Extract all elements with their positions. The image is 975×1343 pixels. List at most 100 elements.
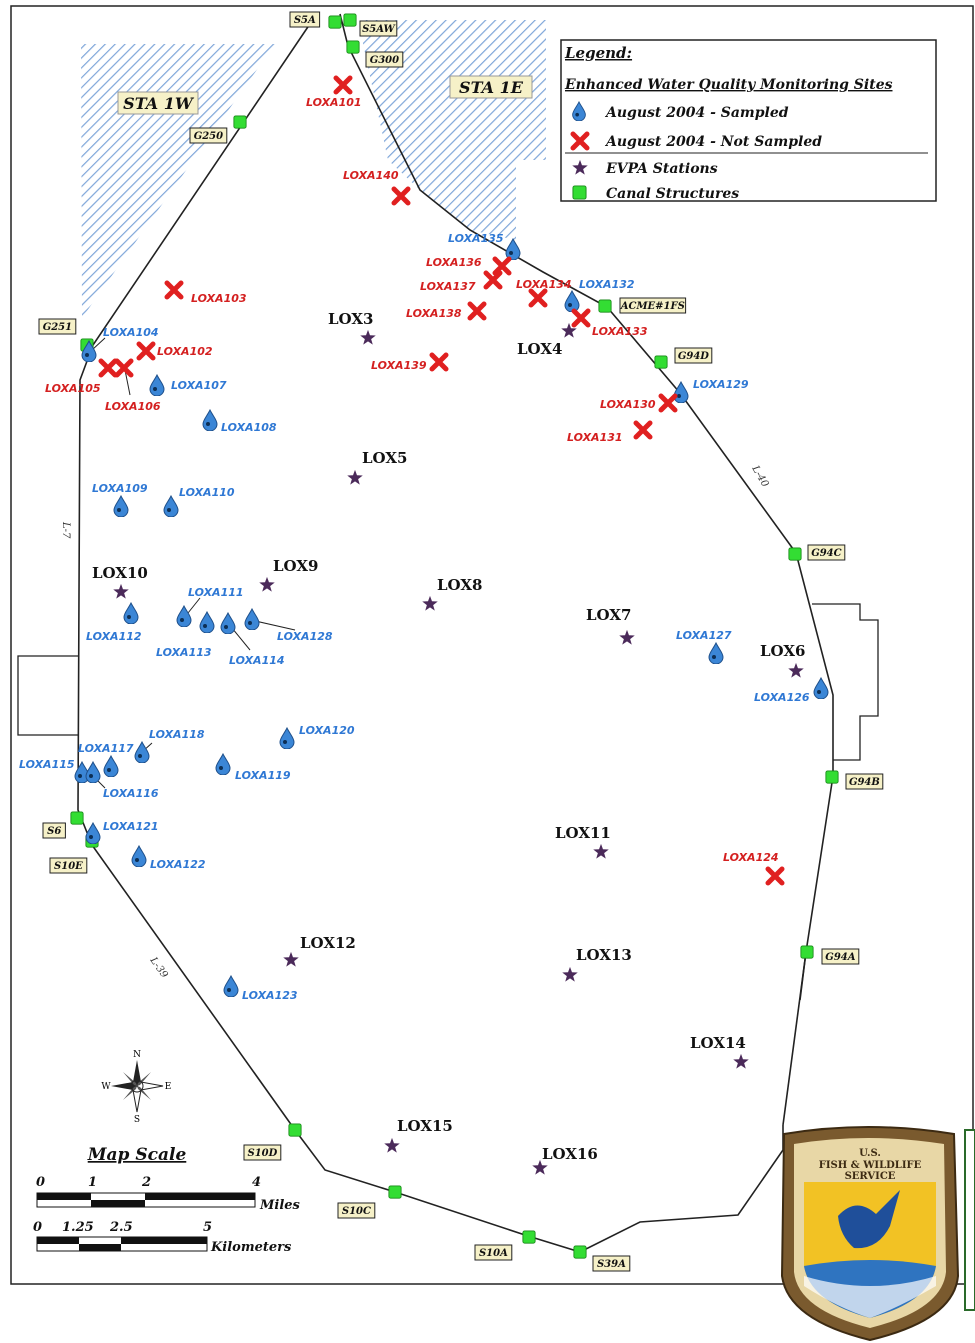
- compass-e: E: [165, 1082, 172, 1092]
- not-sampled-site-label-loxa139: LOXA139: [371, 359, 427, 372]
- structure-marker-g300: [346, 40, 360, 54]
- structure-label-box-g94a: [821, 948, 860, 965]
- not-sampled-site-label-loxa137: LOXA137: [420, 280, 476, 293]
- not-sampled-site-label-loxa140: LOXA140: [343, 169, 399, 182]
- sampled-site-label-loxa121: LOXA121: [103, 820, 159, 833]
- evpa-station-marker-lox5: [347, 469, 363, 485]
- structure-marker-acme-1fs: [598, 299, 612, 313]
- logo-side-edge: [964, 1129, 975, 1311]
- compass-n: N: [133, 1050, 141, 1060]
- structure-label-box-s10e: [49, 857, 88, 874]
- structure-marker-g250: [233, 115, 247, 129]
- not-sampled-site-label-loxa101: LOXA101: [306, 96, 362, 109]
- evpa-station-marker-lox8: [422, 595, 438, 611]
- structure-label-box-g251: [38, 318, 77, 335]
- svg-text:FISH & WILDLIFE: FISH & WILDLIFE: [819, 1160, 922, 1171]
- not-sampled-site-label-loxa130: LOXA130: [600, 398, 656, 411]
- sampled-site-label-loxa135: LOXA135: [448, 232, 504, 245]
- not-sampled-site-marker-loxa124: [768, 869, 782, 883]
- structure-label-s10e: S10E: [54, 861, 83, 872]
- sampled-site-label-loxa116: LOXA116: [103, 787, 159, 800]
- structure-label-s39a: S39A: [597, 1259, 626, 1270]
- not-sampled-site-marker-loxa105: [101, 361, 115, 375]
- sampled-site-marker-loxa118: [134, 741, 150, 763]
- legend-item-evpa: EVPA Stations: [605, 161, 718, 177]
- structure-label-box-g94d: [674, 347, 713, 364]
- sampled-site-label-loxa126: LOXA126: [754, 691, 810, 704]
- not-sampled-site-label-loxa124: LOXA124: [723, 851, 779, 864]
- structure-marker-g94b: [825, 770, 839, 784]
- not-sampled-site-marker-loxa137: [486, 273, 500, 287]
- sampled-site-marker-loxa132: [564, 290, 580, 312]
- sampled-site-label-loxa113: LOXA113: [156, 646, 212, 659]
- not-sampled-site-marker-loxa103: [167, 283, 181, 297]
- sampled-site-marker-loxa114: [220, 612, 236, 634]
- canal-label-l39: L-39: [147, 955, 170, 981]
- evpa-station-marker-lox12: [283, 951, 299, 967]
- evpa-station-label-lox15: LOX15: [397, 1117, 453, 1135]
- sampled-site-label-loxa122: LOXA122: [150, 858, 206, 871]
- sampled-site-marker-loxa129: [673, 381, 689, 403]
- sampled-site-marker-loxa111: [176, 605, 192, 627]
- structure-label-s10d: S10D: [247, 1148, 277, 1159]
- sampled-site-label-loxa110: LOXA110: [179, 486, 235, 499]
- sampled-site-label-loxa115: LOXA115: [19, 758, 75, 771]
- evpa-station-label-lox16: LOX16: [542, 1145, 598, 1163]
- structure-marker-g94c: [788, 547, 802, 561]
- legend-item-sampled: August 2004 - Sampled: [604, 105, 789, 121]
- sampled-site-marker-loxa120: [279, 727, 295, 749]
- not-sampled-site-marker-loxa101: [336, 78, 350, 92]
- evpa-station-label-lox6: LOX6: [760, 642, 805, 660]
- sampled-site-label-loxa128: LOXA128: [277, 630, 333, 643]
- sampled-site-marker-loxa122: [131, 845, 147, 867]
- km-tick-1: 1.25: [62, 1220, 94, 1235]
- sampled-site-label-loxa132: LOXA132: [579, 278, 635, 291]
- sampled-site-label-loxa119: LOXA119: [235, 769, 291, 782]
- sta-1e-area: [358, 20, 546, 240]
- not-sampled-site-marker-loxa106: [117, 361, 131, 375]
- not-sampled-site-marker-loxa134: [531, 291, 545, 305]
- structure-label-s5a: S5A: [294, 15, 316, 26]
- not-sampled-site-marker-loxa140: [394, 189, 408, 203]
- not-sampled-site-marker-loxa133: [574, 311, 588, 325]
- legend: Legend: Enhanced Water Quality Monitorin…: [560, 39, 937, 202]
- miles-unit: Miles: [259, 1198, 301, 1213]
- sampled-site-marker-loxa108: [202, 409, 218, 431]
- sampled-site-marker-loxa116: [85, 761, 101, 783]
- not-sampled-site-label-loxa138: LOXA138: [406, 307, 462, 320]
- structure-label-g250: G250: [194, 131, 223, 142]
- scale-title: Map Scale: [87, 1145, 187, 1165]
- not-sampled-site-marker-loxa136: [495, 259, 509, 273]
- structure-marker-g94d: [654, 355, 668, 369]
- sampled-site-marker-loxa126: [813, 677, 829, 699]
- structure-label-g94a: G94A: [825, 952, 855, 963]
- structure-label-box-acme-1fs: [619, 297, 687, 314]
- not-sampled-site-label-loxa136: LOXA136: [426, 256, 482, 269]
- structure-marker-s10d: [288, 1123, 302, 1137]
- sampled-site-label-loxa104: LOXA104: [103, 326, 159, 339]
- not-sampled-site-marker-loxa130: [661, 396, 675, 410]
- structure-marker-s39a: [573, 1245, 587, 1259]
- evpa-station-marker-lox13: [562, 966, 578, 982]
- evpa-station-label-lox8: LOX8: [437, 576, 482, 594]
- legend-square-icon: [572, 185, 587, 200]
- sampled-site-marker-loxa107: [149, 374, 165, 396]
- legend-subtitle: Enhanced Water Quality Monitoring Sites: [564, 77, 893, 93]
- sta-1w-label: STA 1W: [117, 91, 199, 115]
- west-canal-spur: [17, 655, 78, 736]
- evpa-stations-layer: LOX3LOX4LOX5LOX6LOX7LOX8LOX9LOX10LOX11LO…: [92, 310, 805, 1175]
- evpa-station-label-lox11: LOX11: [555, 824, 611, 842]
- levee-outline: [77, 11, 834, 1253]
- structure-marker-s10a: [522, 1230, 536, 1244]
- sampled-site-marker-loxa121: [85, 822, 101, 844]
- canal-label-l40: L-40: [749, 463, 771, 490]
- evpa-station-marker-lox7: [619, 629, 635, 645]
- structure-marker-s5a: [328, 15, 342, 29]
- evpa-station-marker-lox9: [259, 576, 275, 592]
- sampled-site-label-loxa114: LOXA114: [229, 654, 285, 667]
- structure-label-g94b: G94B: [849, 777, 880, 788]
- east-canal-spur: [812, 603, 879, 761]
- sampled-site-label-loxa117: LOXA117: [78, 742, 134, 755]
- evpa-station-marker-lox3: [360, 329, 376, 345]
